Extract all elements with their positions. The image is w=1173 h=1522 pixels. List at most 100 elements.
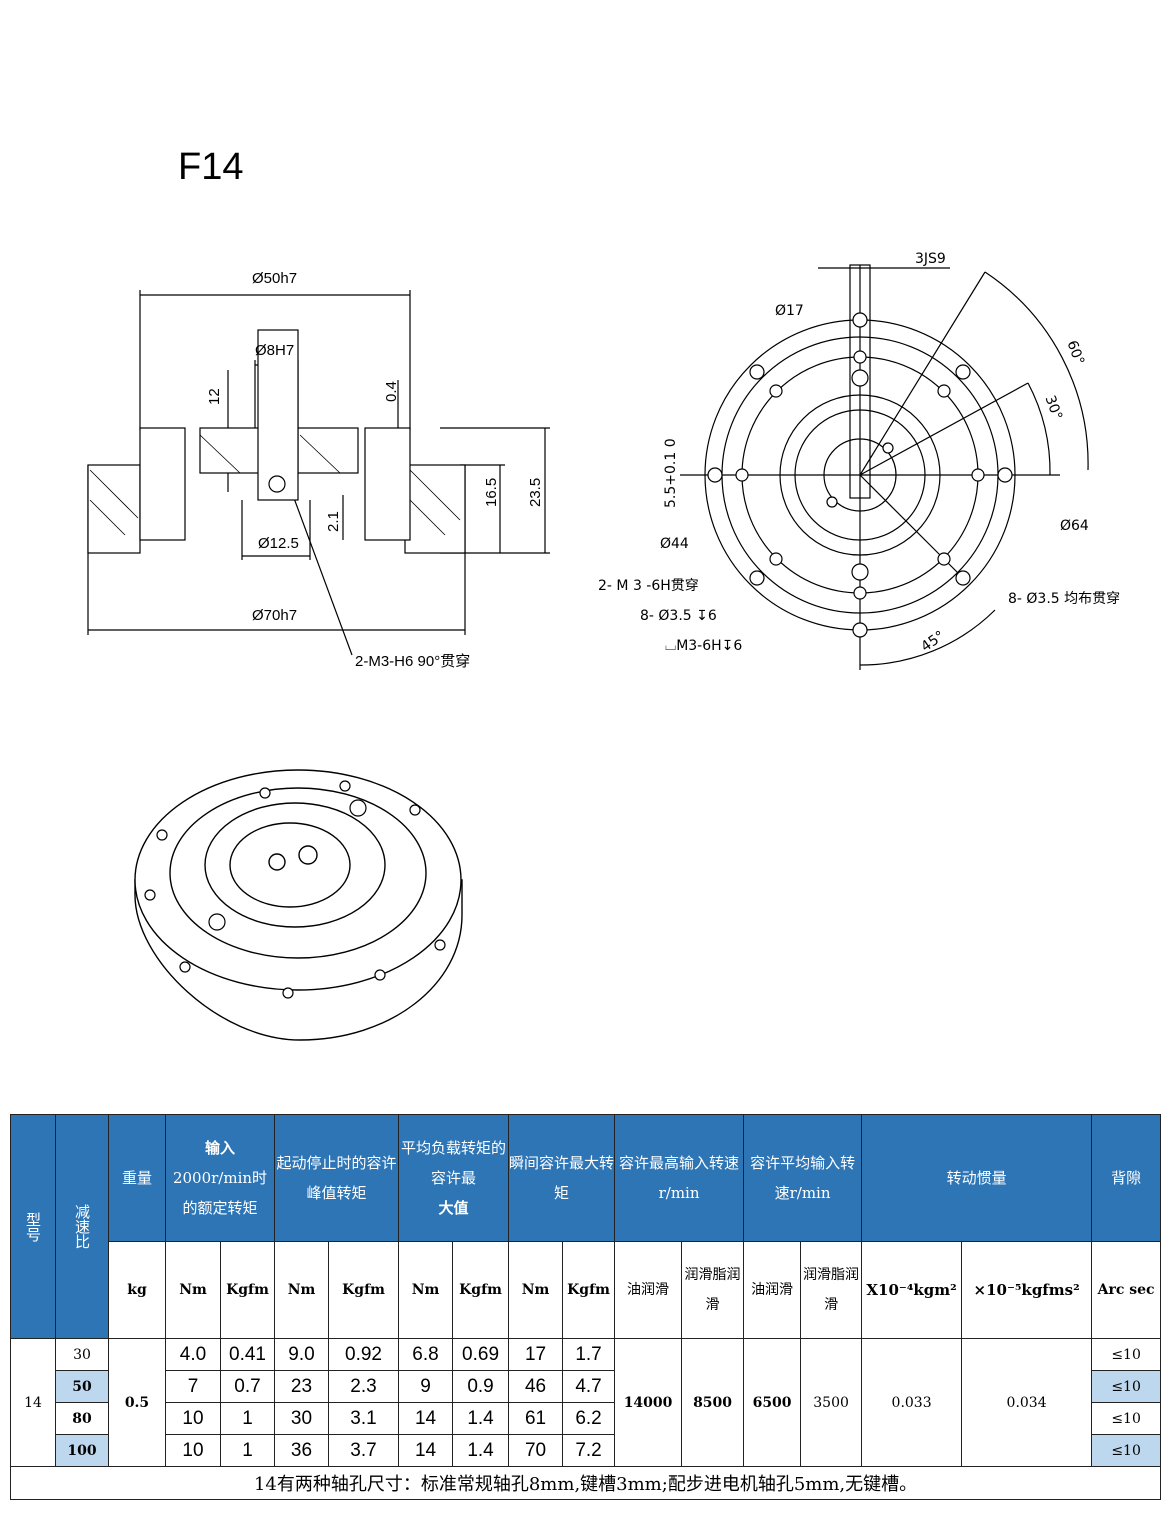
dim-phi50h7: Ø50h7 [252,270,297,287]
dim-12: 12 [206,388,223,405]
cell-avg-kgfm: 1.4 [452,1434,510,1467]
label-60deg: 60° [1064,338,1088,367]
header-peak: 起动停止时的容许峰值转矩 [273,1114,400,1242]
label-45deg: 45° [918,628,948,655]
cell-avg-grease: 3500 [800,1338,863,1467]
table-note: 14有两种轴孔尺寸：标准常规轴孔8mm,键槽3mm;配步进电机轴孔5mm,无键槽… [9,1466,1162,1500]
isometric-view [134,769,463,1041]
cell-ratio: 50 [55,1370,109,1403]
header-avg-speed: 容许平均输入转速r/min [743,1114,863,1242]
cell-backlash: ≤10 [1091,1434,1162,1467]
cell-ins-kgfm: 6.2 [562,1402,616,1435]
cell-in-nm: 10 [165,1434,221,1467]
unit-arcsec: Arc sec [1091,1241,1162,1339]
cell-pk-kgfm: 3.1 [327,1402,400,1435]
label-3js9: 3JS9 [915,251,946,267]
unit-kgfm: Kgfm [562,1241,616,1339]
cell-model: 14 [10,1338,56,1467]
cell-in-nm: 7 [165,1370,221,1403]
cell-backlash: ≤10 [1091,1338,1162,1371]
cell-max-oil: 14000 [614,1338,683,1467]
spec-table: 型号 减速比 重量 输入 2000r/min时的额定转矩 起动停止时的容许峰值转… [9,1114,1162,1500]
cell-avg-kgfm: 0.69 [452,1338,510,1371]
cell-ratio: 30 [55,1338,109,1371]
cell-avg-nm: 14 [398,1402,454,1435]
header-instant: 瞬间容许最大转矩 [508,1114,616,1242]
label-phi17: Ø17 [775,303,804,319]
cell-inertia-kgf: 0.034 [961,1338,1093,1467]
cell-avg-nm: 14 [398,1434,454,1467]
cell-avg-oil: 6500 [743,1338,802,1467]
label-phi44: Ø44 [660,536,689,552]
cell-ratio: 80 [55,1402,109,1435]
label-phi64: Ø64 [1060,518,1089,534]
cell-ins-nm: 46 [508,1370,564,1403]
header-inertia: 转动惯量 [861,1114,1093,1242]
cell-pk-nm: 9.0 [274,1338,329,1371]
cell-backlash: ≤10 [1091,1402,1162,1435]
cell-ins-kgfm: 7.2 [562,1434,616,1467]
cell-in-kgfm: 1 [220,1402,275,1435]
cell-pk-kgfm: 0.92 [327,1338,400,1371]
label-30deg: 30° [1042,393,1066,422]
dim-16-5: 16.5 [483,478,500,507]
cell-in-nm: 4.0 [165,1338,221,1371]
cell-ratio: 100 [55,1434,109,1467]
cell-ins-kgfm: 4.7 [562,1370,616,1403]
unit-kgfm: Kgfm [452,1241,510,1339]
unit-inertia-si: X10⁻⁴kgm² [861,1241,963,1339]
header-avg: 平均负载转矩的容许最 大值 [398,1114,510,1242]
header-input-line1: 输入 [204,1139,235,1157]
header-avg-line1: 平均负载转矩的容许最 [401,1139,507,1187]
header-input-line2: 2000r/min时的额定转矩 [172,1169,268,1217]
unit-nm: Nm [165,1241,221,1339]
front-view-drawing: 3JS9 Ø17 60° 30° 5.5+0.1 0 Ø44 Ø64 2- M … [598,251,1120,670]
cell-max-grease: 8500 [681,1338,745,1467]
page-title: F14 [178,146,244,188]
header-input: 输入 2000r/min时的额定转矩 [165,1114,275,1242]
cell-avg-kgfm: 0.9 [452,1370,510,1403]
cell-ins-kgfm: 1.7 [562,1338,616,1371]
dim-phi12-5: Ø12.5 [258,535,299,552]
label-m3-6h-cbore: ⌴M3-6H↧6 [665,638,742,654]
unit-nm: Nm [508,1241,564,1339]
unit-kgfm: Kgfm [327,1241,400,1339]
cell-ins-nm: 17 [508,1338,564,1371]
cell-avg-kgfm: 1.4 [452,1402,510,1435]
cell-ins-nm: 70 [508,1434,564,1467]
cell-weight: 0.5 [108,1338,166,1467]
cell-in-kgfm: 0.7 [220,1370,275,1403]
dim-0-4: 0.4 [383,381,400,402]
label-2-m3-6h: 2- M 3 -6H贯穿 [598,578,699,594]
unit-grease: 润滑脂润滑 [800,1241,863,1339]
unit-nm: Nm [398,1241,454,1339]
cell-pk-nm: 23 [274,1370,329,1403]
cell-in-kgfm: 0.41 [220,1338,275,1371]
header-weight: 重量 [108,1114,166,1242]
unit-kgfm: Kgfm [220,1241,275,1339]
dim-phi70h7: Ø70h7 [252,607,297,624]
callout-m3-tap: 2-M3-H6 90°贯穿 [355,653,470,670]
cell-ins-nm: 61 [508,1402,564,1435]
unit-nm: Nm [274,1241,329,1339]
unit-kg: kg [108,1241,166,1339]
label-8-phi3-5-depth: 8- Ø3.5 ↧6 [640,608,717,624]
unit-oil: 油润滑 [614,1241,683,1339]
header-ratio: 减速比 [55,1114,109,1339]
cell-avg-nm: 6.8 [398,1338,454,1371]
header-backlash: 背隙 [1091,1114,1162,1242]
unit-inertia-kgf: ×10⁻⁵kgfms² [961,1241,1093,1339]
cell-in-nm: 10 [165,1402,221,1435]
dim-phi8h7: Ø8H7 [255,342,294,359]
cell-inertia-si: 0.033 [861,1338,963,1467]
cell-pk-nm: 30 [274,1402,329,1435]
cell-in-kgfm: 1 [220,1434,275,1467]
cell-backlash: ≤10 [1091,1370,1162,1403]
unit-grease: 润滑脂润滑 [681,1241,745,1339]
dim-2-1: 2.1 [325,511,342,532]
header-model: 型号 [10,1114,56,1339]
cell-pk-nm: 36 [274,1434,329,1467]
header-max-speed: 容许最高输入转速r/min [614,1114,745,1242]
unit-oil: 油润滑 [743,1241,802,1339]
cell-pk-kgfm: 2.3 [327,1370,400,1403]
